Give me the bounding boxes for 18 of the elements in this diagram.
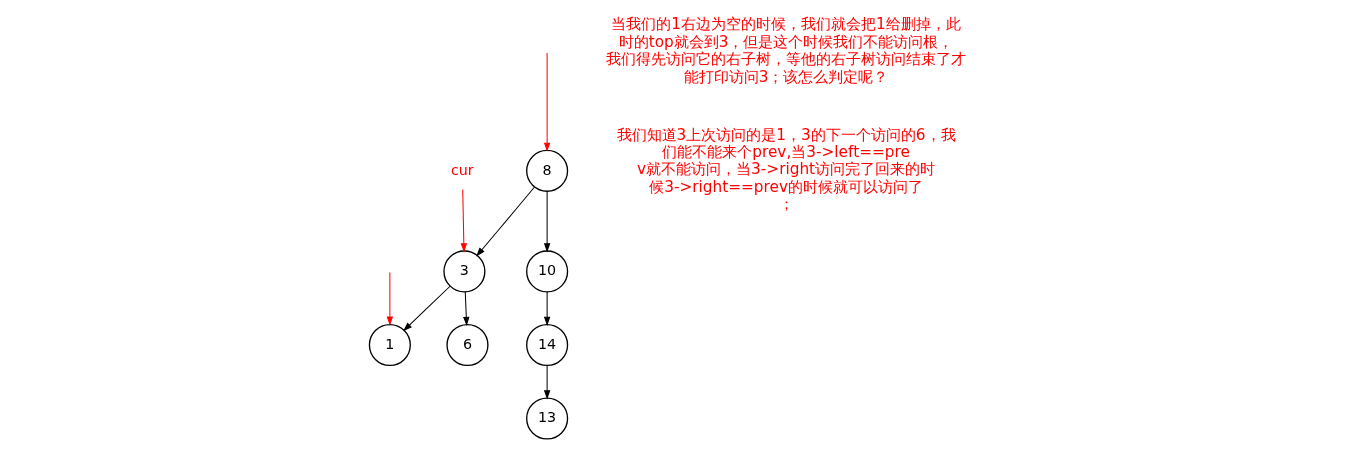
- arrow: [475, 185, 535, 257]
- node-circle: 3: [442, 249, 485, 293]
- arrow: [402, 285, 451, 331]
- node-circle: 6: [445, 323, 489, 366]
- arrow: [543, 52, 550, 152]
- arrow: [462, 291, 470, 326]
- node-circle: 8: [525, 149, 568, 192]
- arrow: [543, 291, 550, 326]
- node-text: cur: [450, 161, 474, 178]
- node-circle: 13: [525, 396, 568, 440]
- node-circle: 14: [525, 323, 568, 366]
- arrow: [460, 188, 467, 252]
- arrow: [386, 271, 393, 326]
- label: 当我们的1右边为空的时候，我们就会把1给删掉，此时的top就会到3，但是这个时候我们不能访问根，我们得先访问它的右子树，等他的右子树访问结束了才能打印访问3；该怎么判定呢？: [605, 14, 966, 85]
- arrow: [543, 190, 550, 253]
- arrow: [543, 364, 550, 399]
- node-circle: 10: [525, 249, 568, 293]
- label: 我们知道3上次访问的是1，3的下一个访问的6，我们能不能来个prev,当3->left==prev就不能访问，当3->right访问完了回来的时候3->right==prev的时候就可以访问了；: [616, 125, 956, 213]
